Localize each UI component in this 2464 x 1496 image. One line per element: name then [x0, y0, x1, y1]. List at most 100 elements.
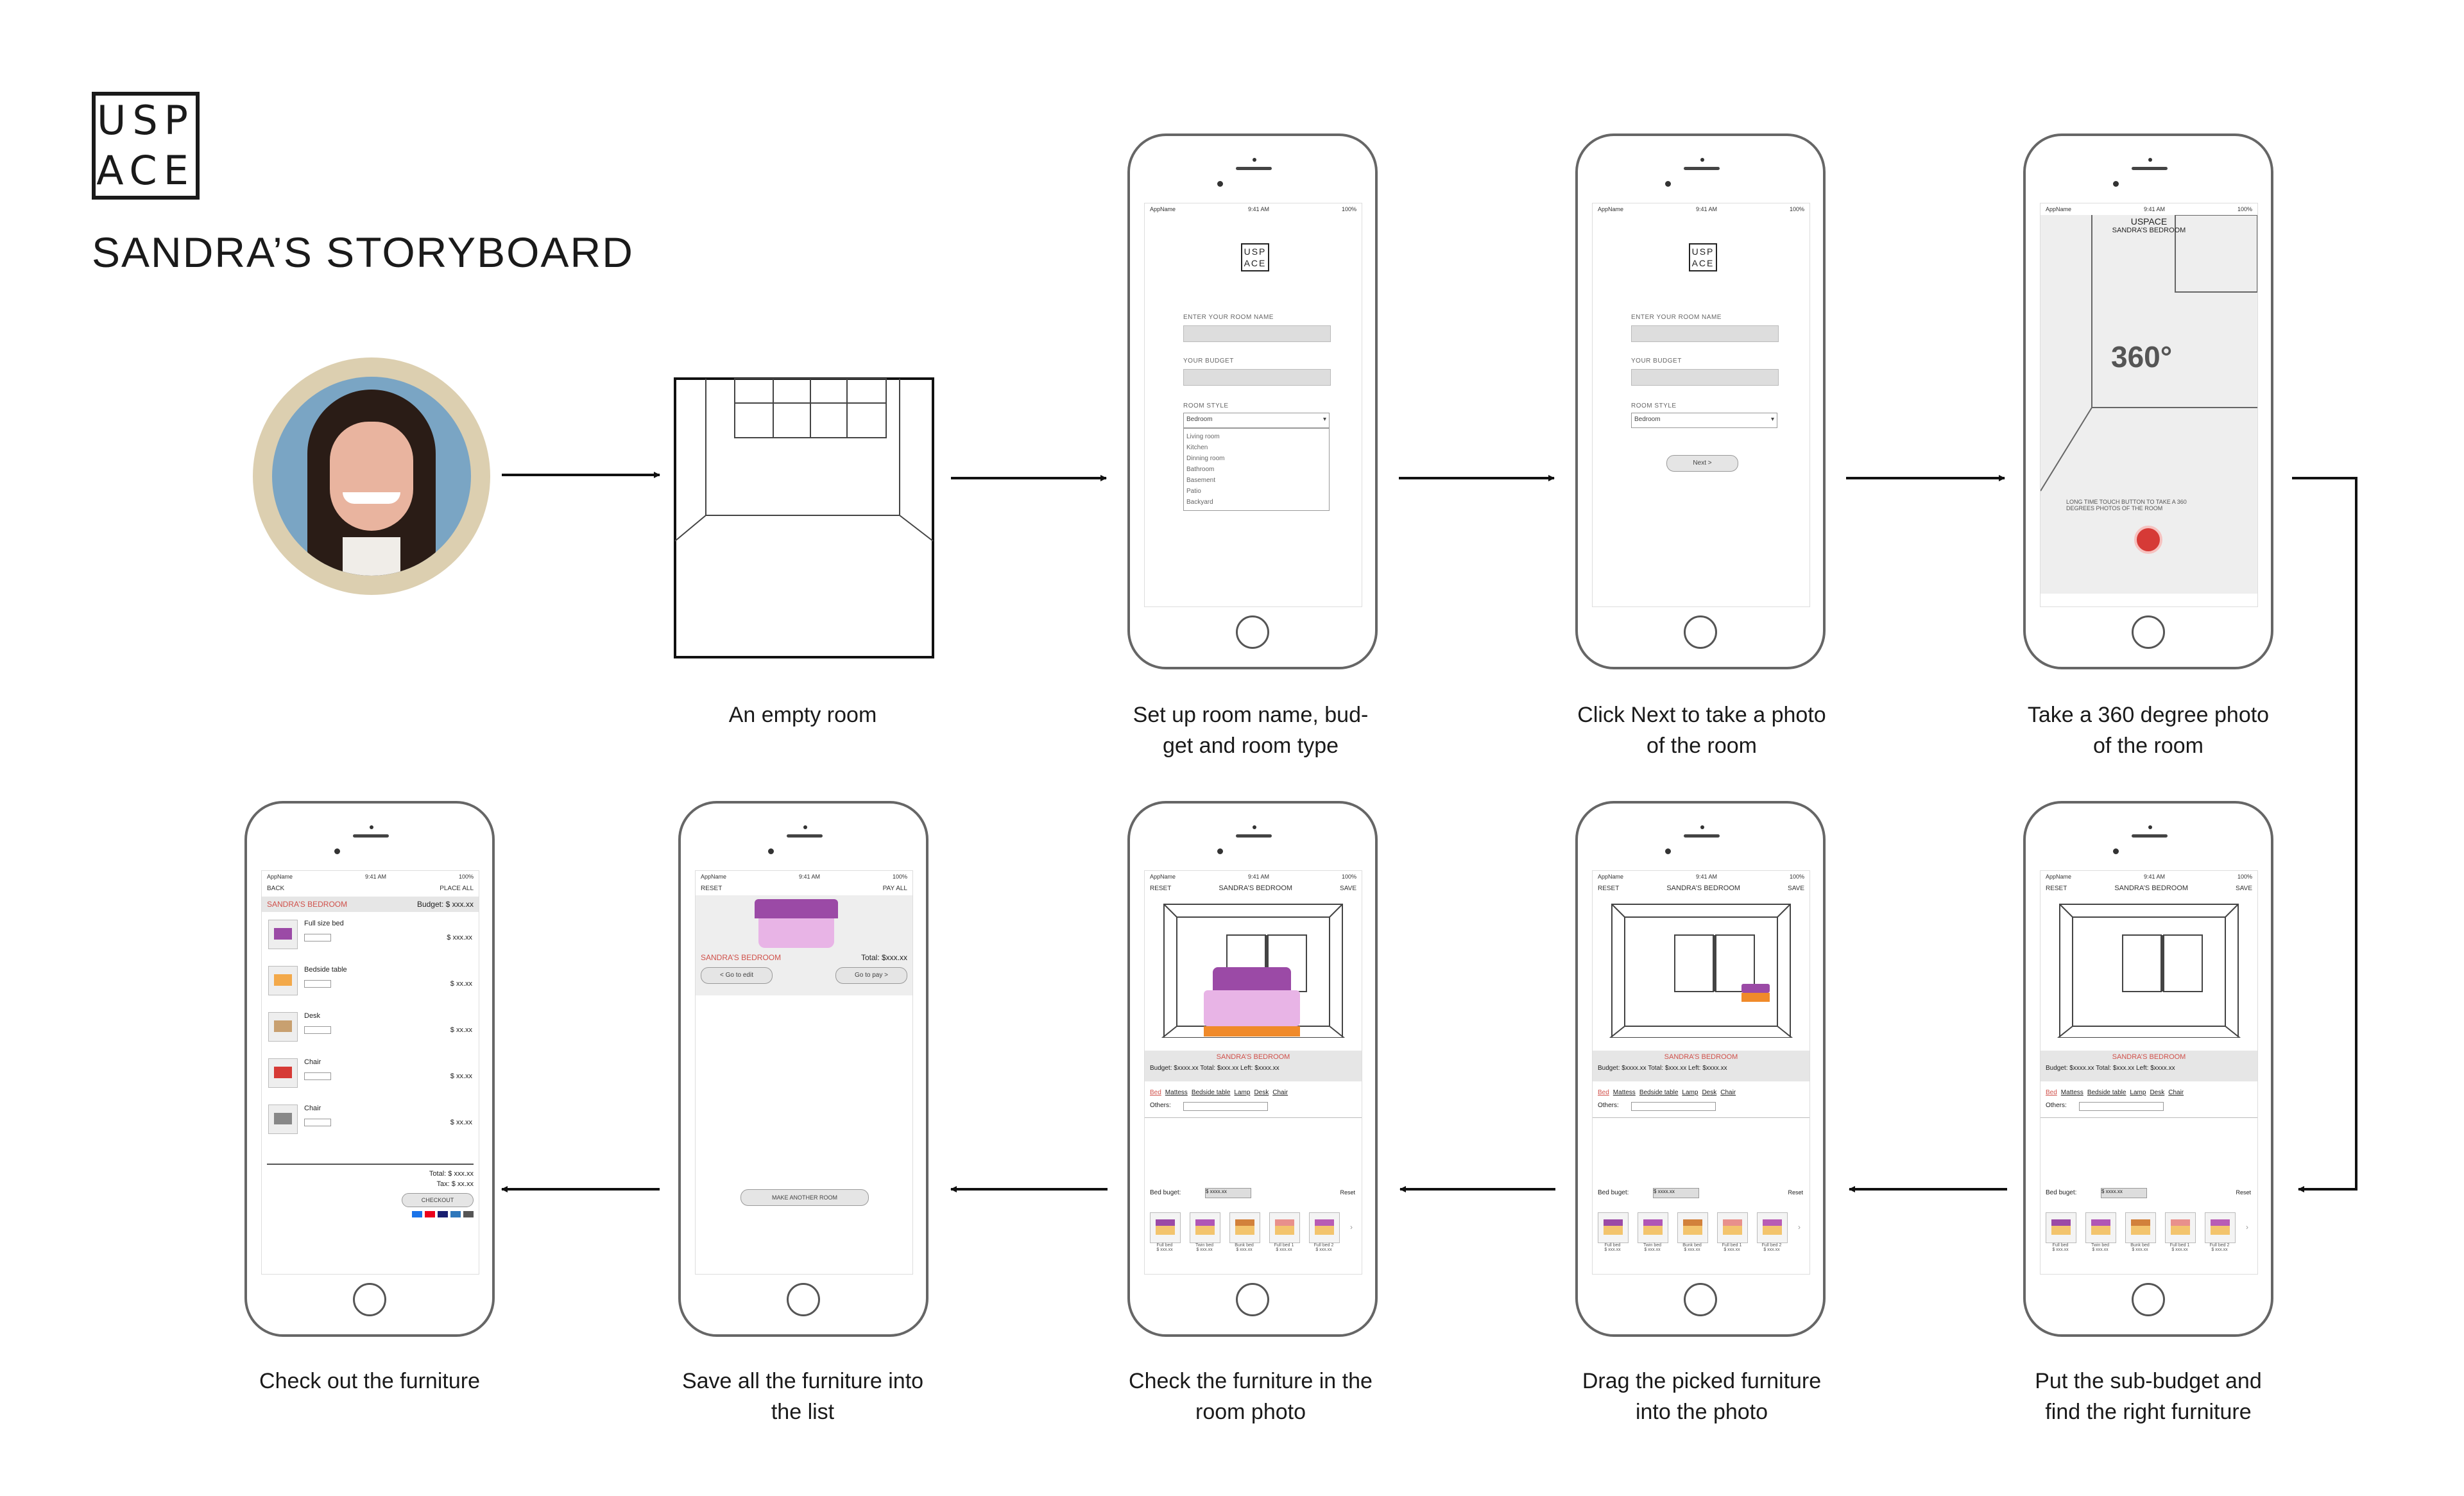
category-tab[interactable]: Bedside table — [1639, 1089, 1679, 1096]
furniture-thumb[interactable] — [2125, 1212, 2156, 1243]
home-button[interactable] — [353, 1283, 386, 1316]
furniture-thumb[interactable] — [1598, 1212, 1629, 1243]
category-tab[interactable]: Lamp — [1234, 1089, 1250, 1096]
room-style-option[interactable]: Basement — [1186, 475, 1326, 486]
chevron-right-icon[interactable]: › — [1350, 1223, 1353, 1232]
furniture-thumb[interactable] — [1269, 1212, 1300, 1243]
caption-drag: Drag the picked furnitureinto the photo — [1535, 1366, 1869, 1427]
room-style-option[interactable]: Living room — [1186, 431, 1326, 442]
furniture-thumb[interactable] — [1309, 1212, 1340, 1243]
room-style-option[interactable]: Bathroom — [1186, 464, 1326, 475]
quantity-select[interactable] — [304, 980, 331, 988]
home-button[interactable] — [1236, 615, 1269, 649]
home-button[interactable] — [1684, 615, 1717, 649]
room-name-input[interactable] — [1631, 325, 1779, 342]
others-label: Others: — [1150, 1102, 1171, 1109]
home-button[interactable] — [1236, 1283, 1269, 1316]
room-style-select[interactable]: Bedroom▾ — [1631, 413, 1777, 428]
room-style-option[interactable]: Dinning room — [1186, 453, 1326, 464]
category-tab[interactable]: Bed — [2046, 1089, 2057, 1096]
save-button[interactable]: SAVE — [1340, 885, 1356, 892]
capture-button[interactable] — [2134, 526, 2162, 554]
go-to-edit-button[interactable]: < Go to edit — [701, 967, 773, 984]
reset-button[interactable]: RESET — [1150, 885, 1171, 892]
quantity-select[interactable] — [304, 1119, 331, 1126]
category-tab[interactable]: Desk — [1254, 1089, 1269, 1096]
home-button[interactable] — [787, 1283, 820, 1316]
chevron-right-icon[interactable]: › — [1798, 1223, 1801, 1232]
furniture-thumb[interactable] — [2165, 1212, 2196, 1243]
place-all-button[interactable]: PLACE ALL — [440, 885, 474, 892]
others-input[interactable] — [1183, 1102, 1268, 1111]
others-input[interactable] — [1631, 1102, 1716, 1111]
furniture-thumb[interactable] — [2085, 1212, 2116, 1243]
placed-bed[interactable] — [1204, 967, 1300, 1039]
reset-budget-button[interactable]: Reset — [1340, 1189, 1355, 1196]
category-tab[interactable]: Bedside table — [2087, 1089, 2126, 1096]
room-style-select[interactable]: Bedroom▾ — [1183, 413, 1330, 428]
reset-budget-button[interactable]: Reset — [1788, 1189, 1803, 1196]
category-tab[interactable]: Bed — [1150, 1089, 1161, 1096]
reset-button[interactable]: RESET — [2046, 885, 2067, 892]
category-tab[interactable]: Mattess — [1613, 1089, 1636, 1096]
category-tabs: Bed Mattess Bedside table Lamp Desk Chair — [2046, 1089, 2184, 1096]
reset-button[interactable]: RESET — [701, 885, 722, 892]
quantity-select[interactable] — [304, 1072, 331, 1080]
budget-input[interactable] — [1631, 369, 1779, 386]
category-tab[interactable]: Chair — [1272, 1089, 1288, 1096]
category-tab[interactable]: Mattess — [2061, 1089, 2083, 1096]
furniture-thumb[interactable] — [1638, 1212, 1668, 1243]
reset-button[interactable]: RESET — [1598, 885, 1619, 892]
room-title: SANDRA’S BEDROOM — [2114, 884, 2188, 892]
furniture-thumb[interactable] — [1150, 1212, 1181, 1243]
bed-budget-input[interactable]: $ xxxx.xx — [2101, 1188, 2147, 1198]
furniture-thumb[interactable] — [1229, 1212, 1260, 1243]
bed-budget-input[interactable]: $ xxxx.xx — [1205, 1188, 1251, 1198]
furniture-thumb-label: Twin bed$ xxx.xx — [1638, 1243, 1667, 1252]
room-name-input[interactable] — [1183, 325, 1331, 342]
furniture-thumb[interactable] — [2046, 1212, 2076, 1243]
category-tab[interactable]: Lamp — [1682, 1089, 1698, 1096]
save-button[interactable]: SAVE — [2236, 885, 2252, 892]
room-style-option[interactable]: Patio — [1186, 486, 1326, 497]
furniture-thumb[interactable] — [2205, 1212, 2236, 1243]
home-button[interactable] — [2132, 615, 2165, 649]
next-button[interactable]: Next > — [1666, 455, 1738, 472]
chevron-right-icon[interactable]: › — [2246, 1223, 2248, 1232]
room-name-label: ENTER YOUR ROOM NAME — [1183, 314, 1274, 321]
budget-input[interactable] — [1183, 369, 1331, 386]
home-button[interactable] — [2132, 1283, 2165, 1316]
go-to-pay-button[interactable]: Go to pay > — [835, 967, 907, 984]
category-tab[interactable]: Bedside table — [1192, 1089, 1231, 1096]
furniture-thumb-label: Full bed$ xxx.xx — [2046, 1243, 2075, 1252]
quantity-select[interactable] — [304, 934, 331, 941]
save-button[interactable]: SAVE — [1788, 885, 1804, 892]
others-input[interactable] — [2079, 1102, 2164, 1111]
category-tab[interactable]: Lamp — [2130, 1089, 2146, 1096]
checkout-button[interactable]: CHECKOUT — [402, 1193, 474, 1207]
category-tab[interactable]: Mattess — [1165, 1089, 1188, 1096]
category-tab[interactable]: Desk — [2150, 1089, 2164, 1096]
category-tab[interactable]: Desk — [1702, 1089, 1716, 1096]
dragged-bed-icon[interactable] — [1741, 984, 1770, 1003]
caption-setup: Set up room name, bud-get and room type — [1084, 700, 1417, 761]
furniture-thumb[interactable] — [1717, 1212, 1748, 1243]
quantity-select[interactable] — [304, 1026, 331, 1034]
category-tab[interactable]: Bed — [1598, 1089, 1609, 1096]
category-tab[interactable]: Chair — [1720, 1089, 1736, 1096]
room-style-option[interactable]: Kitchen — [1186, 442, 1326, 453]
reset-budget-button[interactable]: Reset — [2236, 1189, 2251, 1196]
furniture-thumb[interactable] — [1757, 1212, 1788, 1243]
home-button[interactable] — [1684, 1283, 1717, 1316]
furniture-thumb[interactable] — [1190, 1212, 1220, 1243]
cart-room-name: SANDRA’S BEDROOM — [267, 900, 347, 909]
furniture-thumb[interactable] — [1677, 1212, 1708, 1243]
make-another-room-button[interactable]: MAKE ANOTHER ROOM — [740, 1189, 869, 1206]
category-tab[interactable]: Chair — [2168, 1089, 2184, 1096]
back-button[interactable]: BACK — [267, 885, 284, 892]
cart-item-name: Desk — [304, 1012, 320, 1020]
bed-budget-input[interactable]: $ xxxx.xx — [1653, 1188, 1699, 1198]
pay-all-button[interactable]: PAY ALL — [883, 885, 907, 892]
room-style-option[interactable]: Backyard — [1186, 497, 1326, 508]
